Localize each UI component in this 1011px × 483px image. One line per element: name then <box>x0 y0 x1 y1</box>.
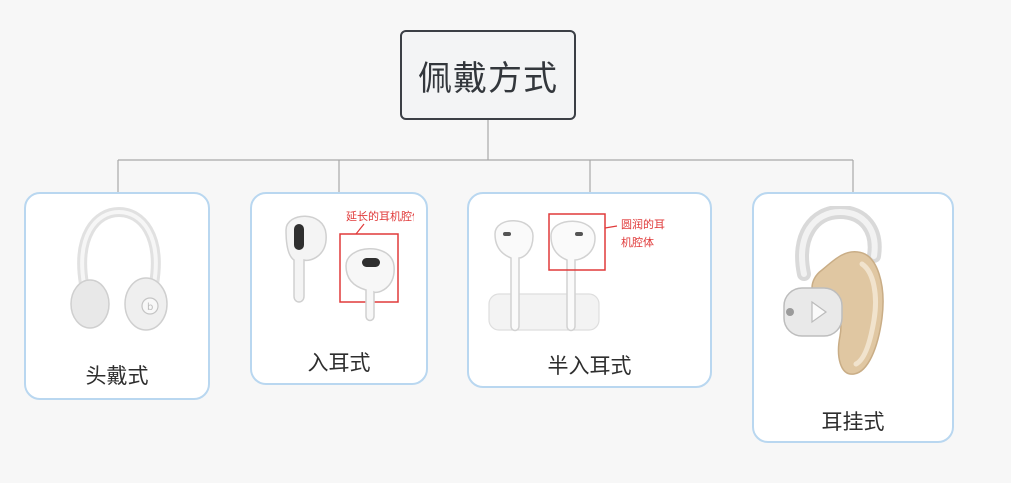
category-card-headband[interactable]: b 头戴式 <box>24 192 210 400</box>
card-label-ear-hook: 耳挂式 <box>821 410 885 434</box>
airpods-icon: 圆润的耳 机腔体 <box>488 213 665 332</box>
headphones-icon: b <box>70 206 168 331</box>
root-node-label: 佩戴方式 <box>418 58 558 99</box>
root-node[interactable]: 佩戴方式 <box>400 30 576 120</box>
card-label-semi-in-ear: 半入耳式 <box>547 354 632 378</box>
annotation-in-ear: 延长的耳机腔体 <box>346 209 414 223</box>
ear-hook-headset-icon <box>783 206 884 375</box>
category-card-semi-in-ear[interactable]: 圆润的耳 机腔体 半入耳式 <box>467 192 712 388</box>
category-card-ear-hook[interactable]: 耳挂式 <box>752 192 954 443</box>
card-label-in-ear: 入耳式 <box>307 351 371 375</box>
annotation-semi-in-ear-line2: 机腔体 <box>621 235 654 249</box>
svg-text:b: b <box>147 302 153 313</box>
card-label-headband: 头戴式 <box>85 364 149 388</box>
category-card-in-ear[interactable]: 延长的耳机腔体 入耳式 <box>250 192 428 385</box>
airpods-pro-icon: 延长的耳机腔体 <box>285 209 414 322</box>
annotation-semi-in-ear-line1: 圆润的耳 <box>621 217 665 231</box>
